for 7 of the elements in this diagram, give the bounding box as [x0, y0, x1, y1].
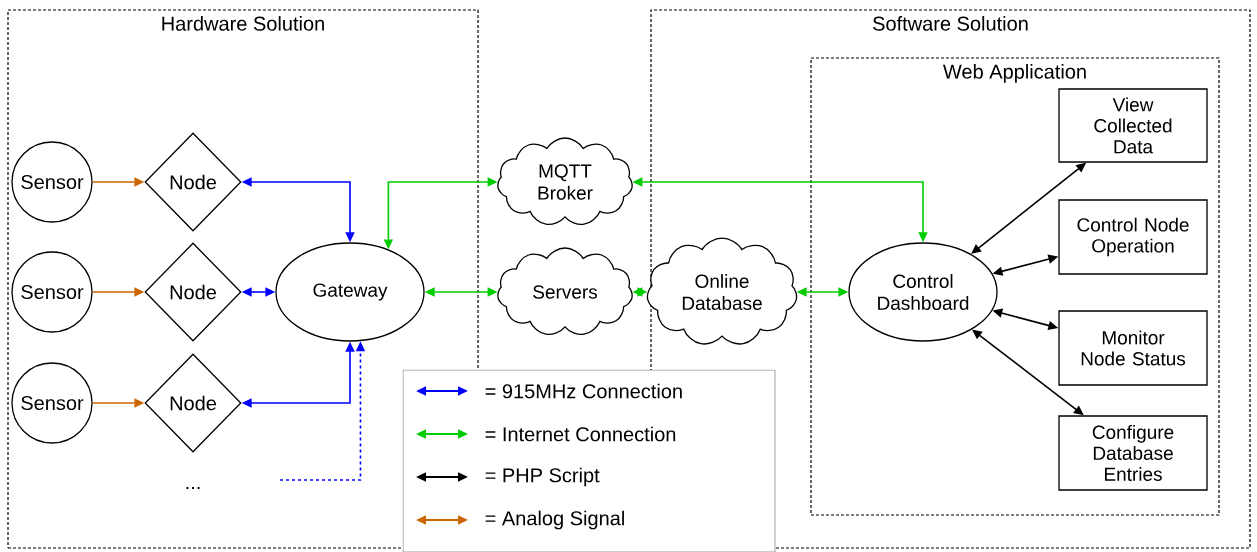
legend-text: = PHP Script [485, 467, 600, 487]
function-box: Control Node Operation [1058, 199, 1208, 275]
legend-text: = Analog Signal [485, 510, 624, 530]
function-box: View Collected Data [1058, 88, 1208, 163]
ellipsis: ... [186, 486, 200, 490]
function-box: Monitor Node Status [1058, 310, 1208, 386]
function-box: Configure Database Entries [1058, 415, 1208, 491]
